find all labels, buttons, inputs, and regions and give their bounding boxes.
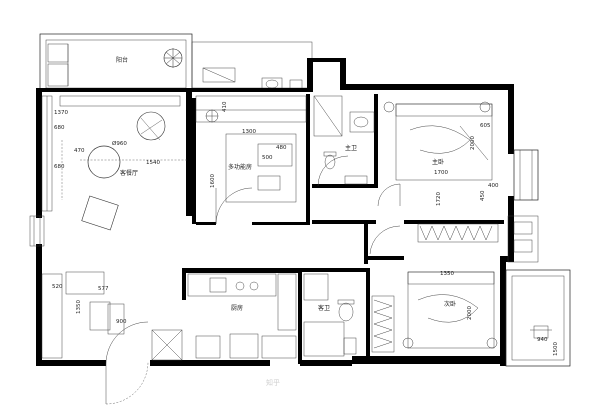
room-label-multi-room: 多功能房 — [228, 163, 252, 171]
dimension-label: 1300 — [242, 129, 256, 135]
desk — [225, 133, 297, 203]
dining-table — [87, 145, 121, 179]
dimension-label: 680 — [54, 125, 65, 131]
room-label-master-bath: 主卫 — [345, 144, 357, 152]
guest-toilet-icon — [337, 299, 355, 322]
tv-cabinet — [41, 95, 53, 212]
armchair-icon — [136, 111, 166, 141]
dimension-label: 410 — [222, 101, 228, 112]
nightstand-icon-2 — [402, 337, 498, 349]
dimension-label: 940 — [537, 337, 548, 343]
dimension-label: Ø960 — [112, 140, 127, 147]
toilet-icon — [323, 151, 337, 170]
dimension-label: 2000 — [467, 306, 473, 320]
dimension-label: 1350 — [76, 300, 82, 314]
dimension-label: 1500 — [553, 342, 559, 356]
second-wardrobe — [371, 295, 395, 353]
side-table — [81, 195, 119, 231]
plant-icon — [163, 48, 183, 68]
dimension-label: 1540 — [146, 160, 160, 166]
dimension-label: 1370 — [54, 110, 68, 116]
master-bed — [395, 103, 493, 181]
fridge-icon — [151, 329, 183, 361]
dimension-label: 470 — [74, 148, 85, 154]
outer-walls — [36, 58, 514, 366]
watermark: 知乎 — [266, 378, 280, 387]
dimension-label: 450 — [480, 190, 486, 201]
dimension-label: 500 — [262, 155, 273, 161]
room-label-master-bedroom: 主卧 — [432, 158, 444, 166]
master-wardrobe — [417, 223, 499, 243]
kitchen-counter — [187, 273, 297, 331]
dimension-label: 577 — [98, 286, 109, 292]
dimension-label: 1720 — [436, 192, 442, 206]
room-label-living-dining: 客餐厅 — [120, 169, 138, 177]
dimension-label: 2000 — [470, 136, 476, 150]
room-label-balcony: 阳台 — [116, 56, 128, 64]
dimension-label: 605 — [480, 123, 491, 129]
wardrobe — [195, 95, 307, 123]
dimension-label: 480 — [276, 145, 287, 151]
desk-chair-icon — [530, 325, 552, 339]
room-label-kitchen: 厨房 — [231, 304, 243, 312]
dimension-label: 1600 — [210, 174, 216, 188]
room-label-second-bedroom: 次卧 — [444, 300, 456, 308]
entry-door — [105, 321, 149, 405]
basin-icon — [349, 111, 375, 133]
dimension-label: 520 — [52, 284, 63, 290]
lamp-icon — [205, 109, 219, 123]
interior-walls — [182, 94, 504, 364]
nightstand-icon — [383, 101, 491, 113]
second-bed — [407, 271, 495, 349]
room-label-guest-bath: 客卫 — [318, 304, 330, 312]
dimension-label: 680 — [54, 164, 65, 170]
ceiling-track — [59, 95, 181, 107]
shower-icon — [313, 95, 343, 137]
stove — [229, 333, 259, 359]
dimension-label: 900 — [116, 319, 127, 325]
dimension-label: 400 — [488, 183, 499, 189]
dimension-label: 1350 — [440, 271, 454, 277]
washer-dryer — [202, 67, 236, 83]
dimension-label: 1700 — [434, 170, 448, 176]
sofa — [41, 271, 125, 359]
